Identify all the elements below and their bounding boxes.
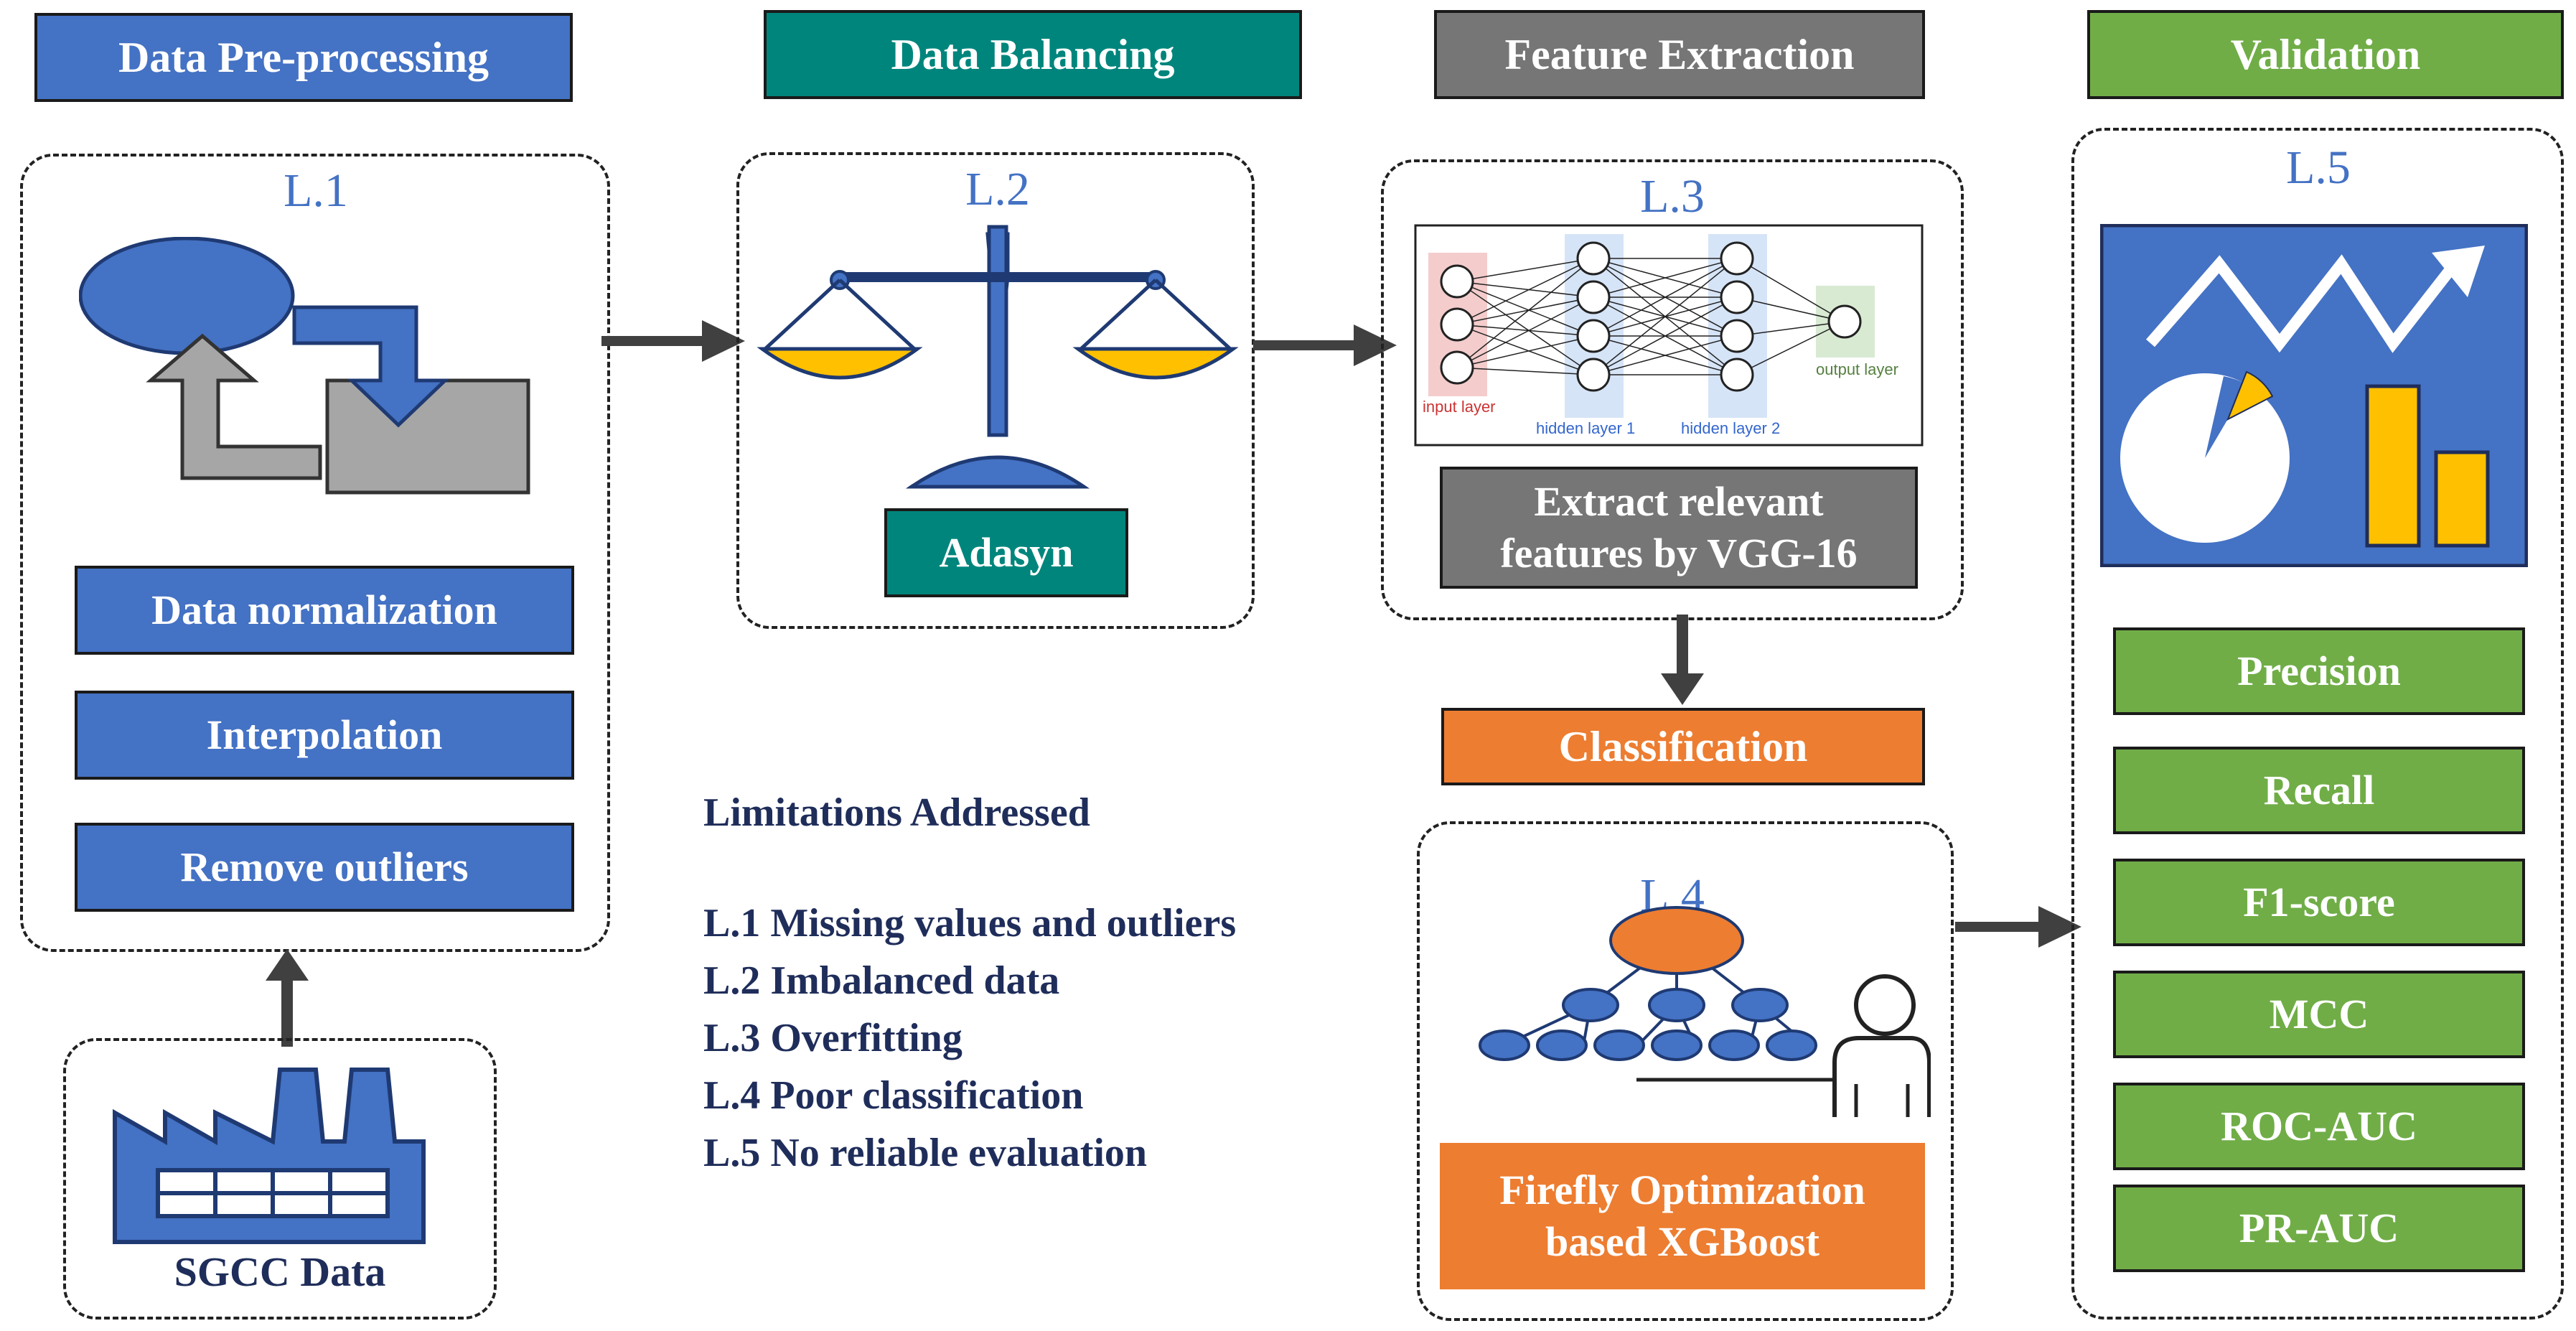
stage-header-balancing-label: Data Balancing [891, 30, 1175, 78]
stage-header-classification-label: Classification [1558, 722, 1808, 770]
decision-tree-user-icon [1479, 906, 1931, 1117]
stage-header-extraction-label: Feature Extraction [1504, 30, 1855, 78]
arrow-up-icon [266, 949, 309, 1047]
data-source-panel [63, 1038, 497, 1320]
factory-icon [113, 1068, 426, 1244]
arrow-right-icon [601, 320, 745, 362]
step-remove-outliers: Remove outliers [75, 823, 574, 912]
nn-hidden2-label: hidden layer 2 [1681, 419, 1780, 437]
arrow-right-icon [1253, 324, 1397, 366]
classifier-method-box: Firefly Optimization based XGBoost [1440, 1143, 1925, 1289]
stage-header-validation-label: Validation [2230, 30, 2421, 78]
extraction-method-box: Extract relevant features by VGG-16 [1440, 467, 1918, 589]
limitation-label-l5: L.5 [2286, 141, 2351, 194]
limitation-label-l3: L.3 [1640, 170, 1705, 223]
limitation-label-l2: L.2 [965, 163, 1030, 215]
metric-precision: Precision [2113, 627, 2525, 715]
stage-header-balancing: Data Balancing [764, 10, 1302, 99]
step-data-normalization: Data normalization [75, 566, 574, 655]
balancing-method-box: Adasyn [884, 508, 1128, 597]
step-interpolation: Interpolation [75, 691, 574, 780]
metric-recall: Recall [2113, 747, 2525, 834]
classification-panel [1417, 821, 1954, 1321]
limitation-label-l1: L.1 [284, 164, 348, 217]
stage-header-preprocessing: Data Pre-processing [34, 13, 573, 102]
stage-header-validation: Validation [2087, 10, 2564, 99]
metric-roc-auc: ROC-AUC [2113, 1083, 2525, 1170]
classifier-method-line2: based XGBoost [1545, 1218, 1819, 1265]
metric-f1-score: F1-score [2113, 859, 2525, 946]
stage-header-extraction: Feature Extraction [1434, 10, 1925, 99]
data-cycle-icon [79, 237, 530, 495]
arrow-down-icon [1661, 615, 1704, 705]
extraction-method-line2: features by VGG-16 [1500, 530, 1858, 576]
balancing-panel [736, 152, 1255, 629]
neural-network-diagram: input layer hidden layer 1 hidden layer … [1414, 224, 1924, 447]
limitation-item-4: L.4 Poor classification [703, 1073, 1084, 1118]
arrow-right-icon [1955, 906, 2081, 948]
limitations-title: Limitations Addressed [703, 790, 1090, 835]
analytics-chart-icon [2100, 224, 2528, 567]
balance-scale-icon [757, 225, 1239, 489]
nn-input-layer-label: input layer [1423, 398, 1496, 416]
extraction-panel [1381, 159, 1964, 620]
preprocessing-panel [20, 154, 610, 952]
stage-header-preprocessing-label: Data Pre-processing [118, 33, 490, 81]
stage-header-classification: Classification [1441, 708, 1925, 785]
metric-mcc: MCC [2113, 971, 2525, 1058]
metric-pr-auc: PR-AUC [2113, 1185, 2525, 1272]
limitation-item-3: L.3 Overfitting [703, 1016, 963, 1060]
limitation-item-5: L.5 No reliable evaluation [703, 1131, 1148, 1175]
validation-panel [2071, 128, 2564, 1320]
limitation-item-1: L.1 Missing values and outliers [703, 901, 1237, 945]
nn-output-layer-label: output layer [1816, 360, 1898, 378]
data-source-label: SGCC Data [174, 1248, 386, 1295]
classifier-method-line1: Firefly Optimization [1499, 1166, 1865, 1213]
extraction-method-line1: Extract relevant [1534, 477, 1824, 525]
nn-hidden1-label: hidden layer 1 [1536, 419, 1635, 437]
limitation-item-2: L.2 Imbalanced data [703, 958, 1060, 1003]
